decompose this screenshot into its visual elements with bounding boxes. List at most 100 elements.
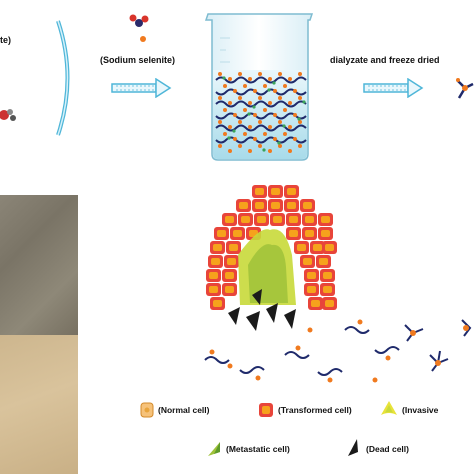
transformed-cell-nucleus <box>289 230 298 237</box>
nanoparticle-dot <box>228 149 232 153</box>
nanoparticle-dot <box>298 72 302 76</box>
nanoparticle-dot <box>243 84 247 88</box>
nanoparticle-dot <box>218 120 222 124</box>
nanoparticle-dot <box>288 149 292 153</box>
green-particle <box>222 76 226 80</box>
sodium-selenite-molecule-icon <box>129 14 149 42</box>
green-particle <box>252 105 256 109</box>
transformed-cell-nucleus <box>287 188 296 195</box>
transformed-cell-nucleus <box>209 286 218 293</box>
transformed-cell-nucleus <box>311 300 320 307</box>
reaction-arrow-1 <box>111 78 172 98</box>
transformed-cell-nucleus <box>305 216 314 223</box>
dead-cell-icon <box>348 439 358 456</box>
nanoparticle-dot <box>268 149 272 153</box>
metastatic-cell-icon <box>208 442 220 456</box>
transformed-cell-nucleus <box>313 244 322 251</box>
transformed-cell-nucleus <box>239 202 248 209</box>
nanoparticle-dot <box>293 89 297 93</box>
transformed-cell-nucleus <box>307 272 316 279</box>
micrograph-bottom <box>0 335 78 474</box>
transformed-cell-nucleus <box>271 202 280 209</box>
transformed-cell-nucleus <box>225 272 234 279</box>
nanoparticle-dot <box>218 96 222 100</box>
nanoparticle-dot <box>218 72 222 76</box>
left-cropped-label: te) <box>0 35 11 45</box>
transformed-cell-nucleus <box>225 286 234 293</box>
transformed-cell-nucleus <box>257 216 266 223</box>
nanoparticle-dot <box>233 137 237 141</box>
transformed-cell-nucleus <box>213 300 222 307</box>
nanoparticle-dot <box>288 125 292 129</box>
transformed-cell-nucleus <box>289 216 298 223</box>
nanoparticle-dot <box>273 137 277 141</box>
nanoparticle-product-icon <box>456 78 474 99</box>
transformed-cell-nucleus <box>271 188 280 195</box>
reaction-arrow-2 <box>363 78 424 98</box>
nanoparticle-dot <box>238 72 242 76</box>
micrograph-top <box>0 195 78 335</box>
nanoparticle-dot <box>278 96 282 100</box>
nanoparticle-dot <box>268 101 272 105</box>
nanoparticle-dot <box>278 120 282 124</box>
transformed-cell-nucleus <box>225 216 234 223</box>
green-particle <box>262 148 266 152</box>
legend-normal-cell-label: (Normal cell) <box>158 405 210 415</box>
nanoparticle-dot <box>238 120 242 124</box>
transformed-cell-nucleus <box>323 272 332 279</box>
transformed-cell-nucleus <box>217 230 226 237</box>
nanoparticle-dot <box>293 113 297 117</box>
legend-transformed-cell-label: (Transformed cell) <box>278 405 352 415</box>
transformed-cell-nucleus <box>325 300 334 307</box>
transformed-cell-nucleus <box>211 258 220 265</box>
transformed-cell-nucleus <box>305 230 314 237</box>
transformed-cell-nucleus <box>241 216 250 223</box>
nanoparticle-dot <box>223 84 227 88</box>
nanoparticle-dot <box>253 137 257 141</box>
legend-dead-cell-label: (Dead cell) <box>366 444 409 454</box>
nanoparticle-dot <box>288 77 292 81</box>
transformed-cell-nucleus <box>255 188 264 195</box>
transformed-cell-nucleus <box>303 202 312 209</box>
transformed-cell-nucleus <box>255 202 264 209</box>
normal-cell-icon <box>140 402 154 418</box>
nanoparticle-dot <box>248 101 252 105</box>
nanoparticle-dot <box>278 144 282 148</box>
transformed-cell-nucleus <box>319 258 328 265</box>
nanoparticle-dot <box>263 84 267 88</box>
legend-metastatic-cell-label: (Metastatic cell) <box>226 444 290 454</box>
transformed-cell-nucleus <box>297 244 306 251</box>
nanoparticle-dot <box>273 113 277 117</box>
nanoparticle-dot <box>278 72 282 76</box>
nanoparticle-dot <box>238 96 242 100</box>
green-particle <box>297 117 301 121</box>
nanoparticle-dot <box>238 144 242 148</box>
sodium-selenite-label: (Sodium selenite) <box>100 55 176 65</box>
legend-invasive-cell-label: (Invasive <box>402 405 439 415</box>
transformed-cell-nucleus <box>325 244 334 251</box>
nanoparticle-dot <box>283 108 287 112</box>
nanoparticle-dot <box>263 108 267 112</box>
invasive-cell-icon <box>381 401 397 415</box>
nanoparticle-dot <box>283 132 287 136</box>
nanoparticle-dot <box>263 132 267 136</box>
transformed-cell-nucleus <box>233 230 242 237</box>
cropped-reactant-icon <box>0 109 16 121</box>
nanoparticle-dot <box>253 113 257 117</box>
nanoparticle-dot <box>233 89 237 93</box>
nanoparticle-dot <box>253 89 257 93</box>
nanoparticle-dot <box>258 120 262 124</box>
transformed-cell-nucleus <box>323 286 332 293</box>
green-particle <box>232 129 236 133</box>
nanoparticle-dot <box>268 125 272 129</box>
nanoparticle-dot <box>228 77 232 81</box>
transformed-cell-nucleus <box>321 216 330 223</box>
green-particle <box>277 141 281 145</box>
transformed-cell-nucleus <box>321 230 330 237</box>
nanoparticle-dot <box>298 144 302 148</box>
nanoparticle-dot <box>273 89 277 93</box>
transformed-cell-nucleus <box>213 244 222 251</box>
nanoparticle-dot <box>283 84 287 88</box>
nanoparticle-dot <box>228 125 232 129</box>
